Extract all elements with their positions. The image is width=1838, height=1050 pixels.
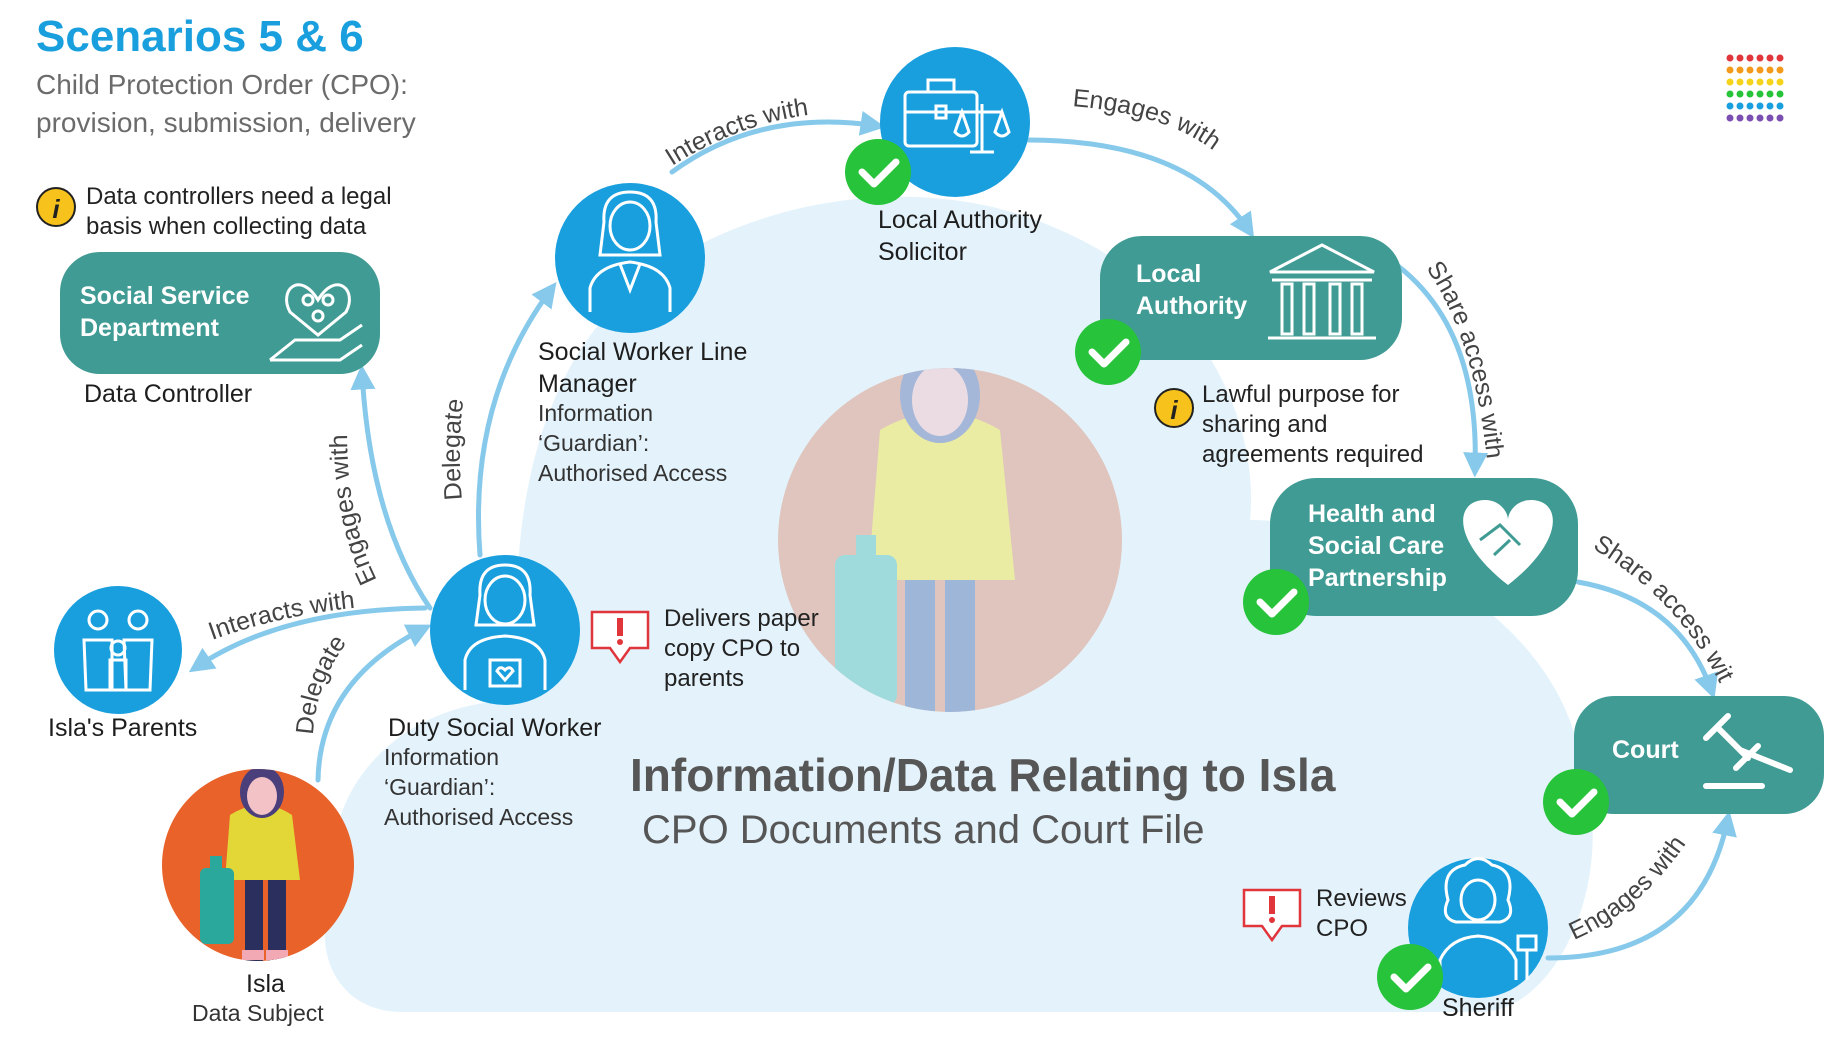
info-line: Authorised Access <box>384 804 574 830</box>
isla-illustration-large <box>778 368 1122 712</box>
svg-text:i: i <box>1170 395 1178 425</box>
check-icon <box>1075 319 1141 385</box>
note-line: sharing and <box>1202 411 1328 438</box>
dots-logo-icon <box>1726 54 1784 122</box>
alert-icon <box>590 610 650 665</box>
subtitle-line: Child Protection Order (CPO): <box>36 69 408 100</box>
cloud-title: Information/Data Relating to Isla <box>630 749 1336 801</box>
briefcase-scales-icon <box>903 78 1011 154</box>
pill-text-line: Health and <box>1308 500 1436 528</box>
check-icon <box>1543 769 1609 835</box>
duty-social-worker-info: Information ‘Guardian’: Authorised Acces… <box>384 742 573 832</box>
duty-social-worker-node <box>430 555 580 705</box>
social-worker-icon <box>463 563 547 690</box>
local-authority-label: Local Authority <box>1136 258 1247 322</box>
sheriff-label: Sheriff <box>1442 994 1514 1022</box>
page-subtitle: Child Protection Order (CPO): provision,… <box>36 66 416 142</box>
relationship-arrows <box>188 111 1737 961</box>
social-service-label: Social Service Department <box>80 280 250 344</box>
note-line: basis when collecting data <box>86 213 367 240</box>
edge-label-interacts-with-1: Interacts with <box>660 93 809 171</box>
note-line: Lawful purpose for <box>1202 381 1400 408</box>
pill-text-line: Local <box>1136 260 1202 288</box>
pill-text-line: Social Service <box>80 282 250 310</box>
data-cloud <box>324 196 1593 1012</box>
isla-label: Isla <box>246 970 285 998</box>
note-line: CPO <box>1316 915 1369 942</box>
delivers-cpo-note: Delivers paper copy CPO to parents <box>664 604 819 694</box>
page-title: Scenarios 5 & 6 <box>36 12 364 61</box>
info-line: Authorised Access <box>538 460 728 486</box>
note-line: copy CPO to <box>664 635 801 662</box>
heart-hand-icon <box>269 283 363 362</box>
edge-label-share-access-1: Share access with <box>1421 256 1509 460</box>
svg-text:i: i <box>52 194 60 224</box>
solicitor-label: Local Authority Solicitor <box>878 204 1042 268</box>
info-line: ‘Guardian’: <box>538 430 650 456</box>
label-line: Solicitor <box>878 238 967 266</box>
line-manager-info: Information ‘Guardian’: Authorised Acces… <box>538 398 727 488</box>
edge-label-delegate-2: Delegate <box>291 630 352 736</box>
edge-label-delegate-1: Delegate <box>438 397 469 501</box>
pill-text-line: Social Care <box>1308 532 1445 560</box>
alert-icon <box>1242 888 1302 943</box>
building-columns-icon <box>1268 243 1376 340</box>
note-line: agreements required <box>1202 441 1424 468</box>
info-line: Information <box>538 400 654 426</box>
court-label: Court <box>1612 736 1679 764</box>
label-line: Social Worker Line <box>538 338 748 366</box>
info-icon: i <box>36 187 76 227</box>
reviews-cpo-note: Reviews CPO <box>1316 884 1407 944</box>
line-manager-label: Social Worker Line Manager <box>538 336 747 400</box>
data-subject-label: Data Subject <box>192 1000 324 1026</box>
check-icon <box>845 139 911 205</box>
gavel-icon <box>1703 713 1793 789</box>
pill-text-line: Partnership <box>1308 564 1447 592</box>
svg-text:Interacts with: Interacts with <box>660 93 809 171</box>
svg-text:Delegate: Delegate <box>438 397 469 501</box>
social-service-department-node <box>60 252 380 374</box>
note-line: Data controllers need a legal <box>86 183 392 210</box>
check-badges <box>845 139 1609 1010</box>
local-authority-node <box>1100 236 1402 360</box>
svg-text:Share access with: Share access with <box>1421 256 1509 460</box>
pill-text-line: Authority <box>1136 292 1248 320</box>
pill-text-line: Department <box>80 314 219 342</box>
subtitle-line: provision, submission, delivery <box>36 107 416 138</box>
duty-social-worker-label: Duty Social Worker <box>388 714 602 742</box>
data-controller-label: Data Controller <box>84 380 253 408</box>
isla-parents-label: Isla's Parents <box>48 714 198 742</box>
note-line: parents <box>664 665 745 692</box>
info-line: Information <box>384 744 500 770</box>
check-icon <box>1243 569 1309 635</box>
isla-node <box>162 769 354 961</box>
health-social-care-node <box>1270 478 1578 616</box>
judge-icon <box>1438 857 1538 980</box>
svg-text:Delegate: Delegate <box>291 630 352 736</box>
isla-parents-node <box>54 586 182 714</box>
info-icon: i <box>1154 388 1194 428</box>
note-line: Reviews <box>1316 885 1407 912</box>
solicitor-node <box>880 47 1030 197</box>
info-line: ‘Guardian’: <box>384 774 496 800</box>
court-node <box>1574 696 1824 814</box>
note-line: Delivers paper <box>664 605 819 632</box>
cloud-subtitle: CPO Documents and Court File <box>642 808 1205 852</box>
label-line: Manager <box>538 370 637 398</box>
handshake-heart-icon <box>1463 500 1553 585</box>
line-manager-node <box>555 183 705 333</box>
label-line: Local Authority <box>878 206 1042 234</box>
sheriff-node <box>1408 857 1548 998</box>
lawful-purpose-note: Lawful purpose for sharing and agreement… <box>1202 380 1423 470</box>
legal-basis-note: Data controllers need a legal basis when… <box>86 182 392 242</box>
family-icon <box>82 609 154 692</box>
health-social-care-label: Health and Social Care Partnership <box>1308 498 1447 594</box>
check-icon <box>1377 944 1443 1010</box>
manager-icon <box>588 190 672 312</box>
